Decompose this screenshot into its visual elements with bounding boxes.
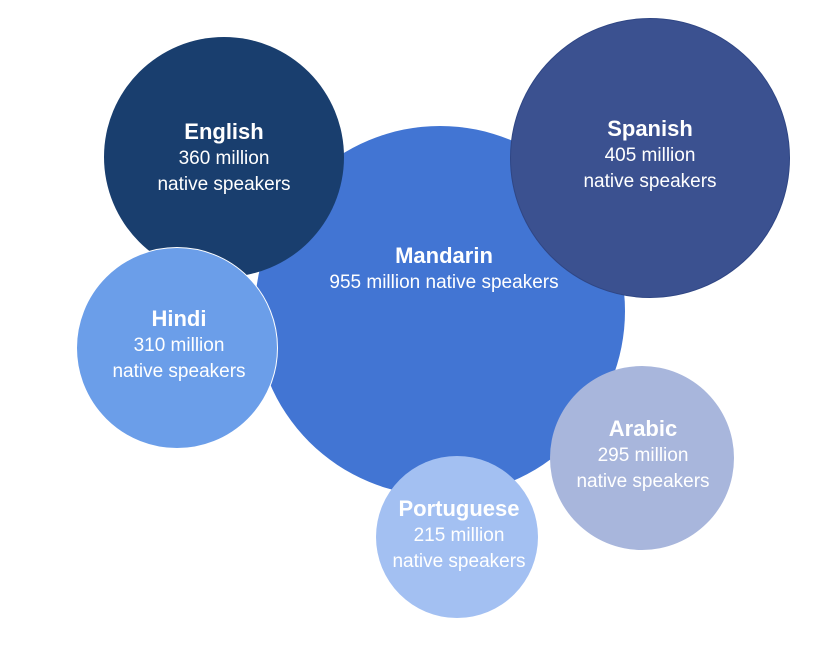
bubble-mandarin-content: Mandarin 955 million native speakers xyxy=(329,242,558,296)
bubble-spanish: Spanish 405 million native speakers xyxy=(510,18,790,298)
bubble-mandarin-stat: 955 million native speakers xyxy=(329,272,559,293)
bubble-spanish-content: Spanish 405 million native speakers xyxy=(583,115,716,195)
bubble-portuguese: Portuguese 215 million native speakers xyxy=(376,456,538,618)
bubble-hindi-stat-count: 310 million xyxy=(133,335,225,356)
bubble-arabic-content: Arabic 295 million native speakers xyxy=(576,415,709,495)
bubble-english-stat-unit: native speakers xyxy=(157,174,291,195)
bubble-mandarin-name: Mandarin xyxy=(395,243,493,268)
bubble-english-content: English 360 million native speakers xyxy=(157,118,290,198)
bubble-portuguese-name: Portuguese xyxy=(398,496,520,521)
bubble-arabic: Arabic 295 million native speakers xyxy=(550,366,734,550)
bubble-hindi-content: Hindi 310 million native speakers xyxy=(112,305,245,385)
bubble-portuguese-stat-unit: native speakers xyxy=(392,551,526,572)
bubble-spanish-stat-count: 405 million xyxy=(604,145,696,166)
bubble-hindi: Hindi 310 million native speakers xyxy=(76,247,278,449)
bubble-spanish-stat-unit: native speakers xyxy=(583,171,717,192)
bubble-hindi-name: Hindi xyxy=(151,306,207,331)
bubble-arabic-name: Arabic xyxy=(608,416,678,441)
bubble-hindi-stat-unit: native speakers xyxy=(112,361,246,382)
bubble-english-stat-count: 360 million xyxy=(178,148,270,169)
bubble-english-name: English xyxy=(184,119,264,144)
bubble-spanish-name: Spanish xyxy=(607,116,693,141)
bubble-portuguese-stat-count: 215 million xyxy=(413,525,505,546)
bubble-portuguese-content: Portuguese 215 million native speakers xyxy=(392,495,525,575)
bubble-arabic-stat-unit: native speakers xyxy=(576,471,710,492)
bubble-arabic-stat-count: 295 million xyxy=(597,445,689,466)
bubble-english: English 360 million native speakers xyxy=(104,37,344,277)
